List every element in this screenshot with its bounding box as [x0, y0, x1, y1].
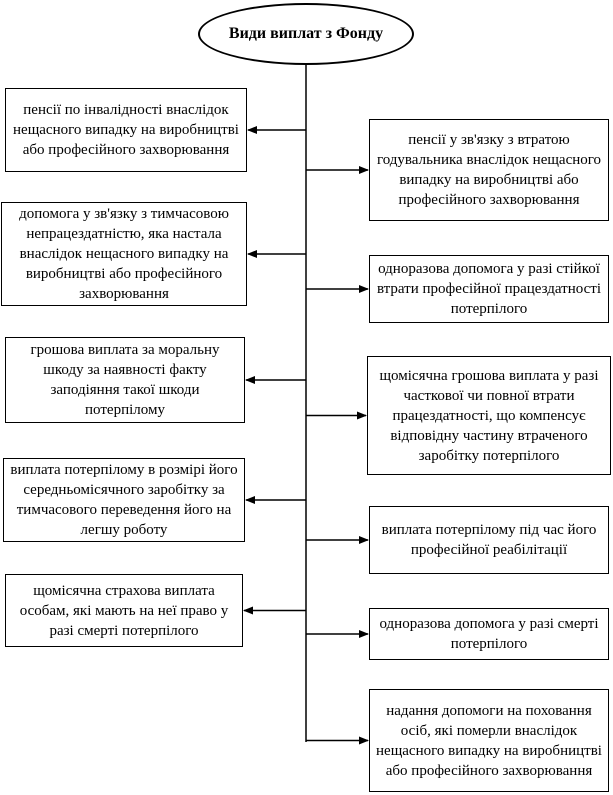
right-box-4: виплата потерпілому під час його професі…	[369, 506, 609, 574]
left-box-5: щомісячна страхова виплата особам, які м…	[5, 574, 243, 647]
right-box-1: пенсії у зв'язку з втратою годувальника …	[369, 119, 609, 221]
left-box-2-text: допомога у зв'язку з тимчасовою непрацез…	[19, 206, 229, 302]
right-box-5: одноразова допомога у разі смерті потерп…	[369, 608, 609, 660]
right-box-2-text: одноразова допомога у разі стійкої втрат…	[376, 261, 602, 317]
right-box-3: щомісячна грошова виплата у разі частков…	[367, 356, 611, 475]
left-box-4: виплата потерпілому в розмірі його серед…	[3, 458, 245, 542]
right-box-6: надання допомоги на поховання осіб, які …	[369, 689, 609, 792]
left-box-3-text: грошова виплата за моральну шкоду за ная…	[30, 342, 220, 418]
right-box-6-text: надання допомоги на поховання осіб, які …	[376, 702, 602, 779]
left-box-3: грошова виплата за моральну шкоду за ная…	[5, 337, 245, 423]
left-box-5-text: щомісячна страхова виплата особам, які м…	[19, 582, 229, 639]
left-box-2: допомога у зв'язку з тимчасовою непрацез…	[1, 202, 247, 306]
right-box-3-text: щомісячна грошова виплата у разі частков…	[379, 367, 599, 464]
left-box-4-text: виплата потерпілому в розмірі його серед…	[10, 462, 238, 538]
left-box-1: пенсії по інвалідності внаслідок нещасно…	[5, 88, 247, 172]
right-box-5-text: одноразова допомога у разі смерті потерп…	[379, 616, 599, 652]
right-box-1-text: пенсії у зв'язку з втратою годувальника …	[376, 132, 602, 208]
right-box-2: одноразова допомога у разі стійкої втрат…	[369, 255, 609, 323]
left-box-1-text: пенсії по інвалідності внаслідок нещасно…	[13, 102, 239, 158]
right-box-4-text: виплата потерпілому під час його професі…	[381, 522, 597, 558]
diagram-title: Види виплат з Фонду	[198, 3, 414, 65]
